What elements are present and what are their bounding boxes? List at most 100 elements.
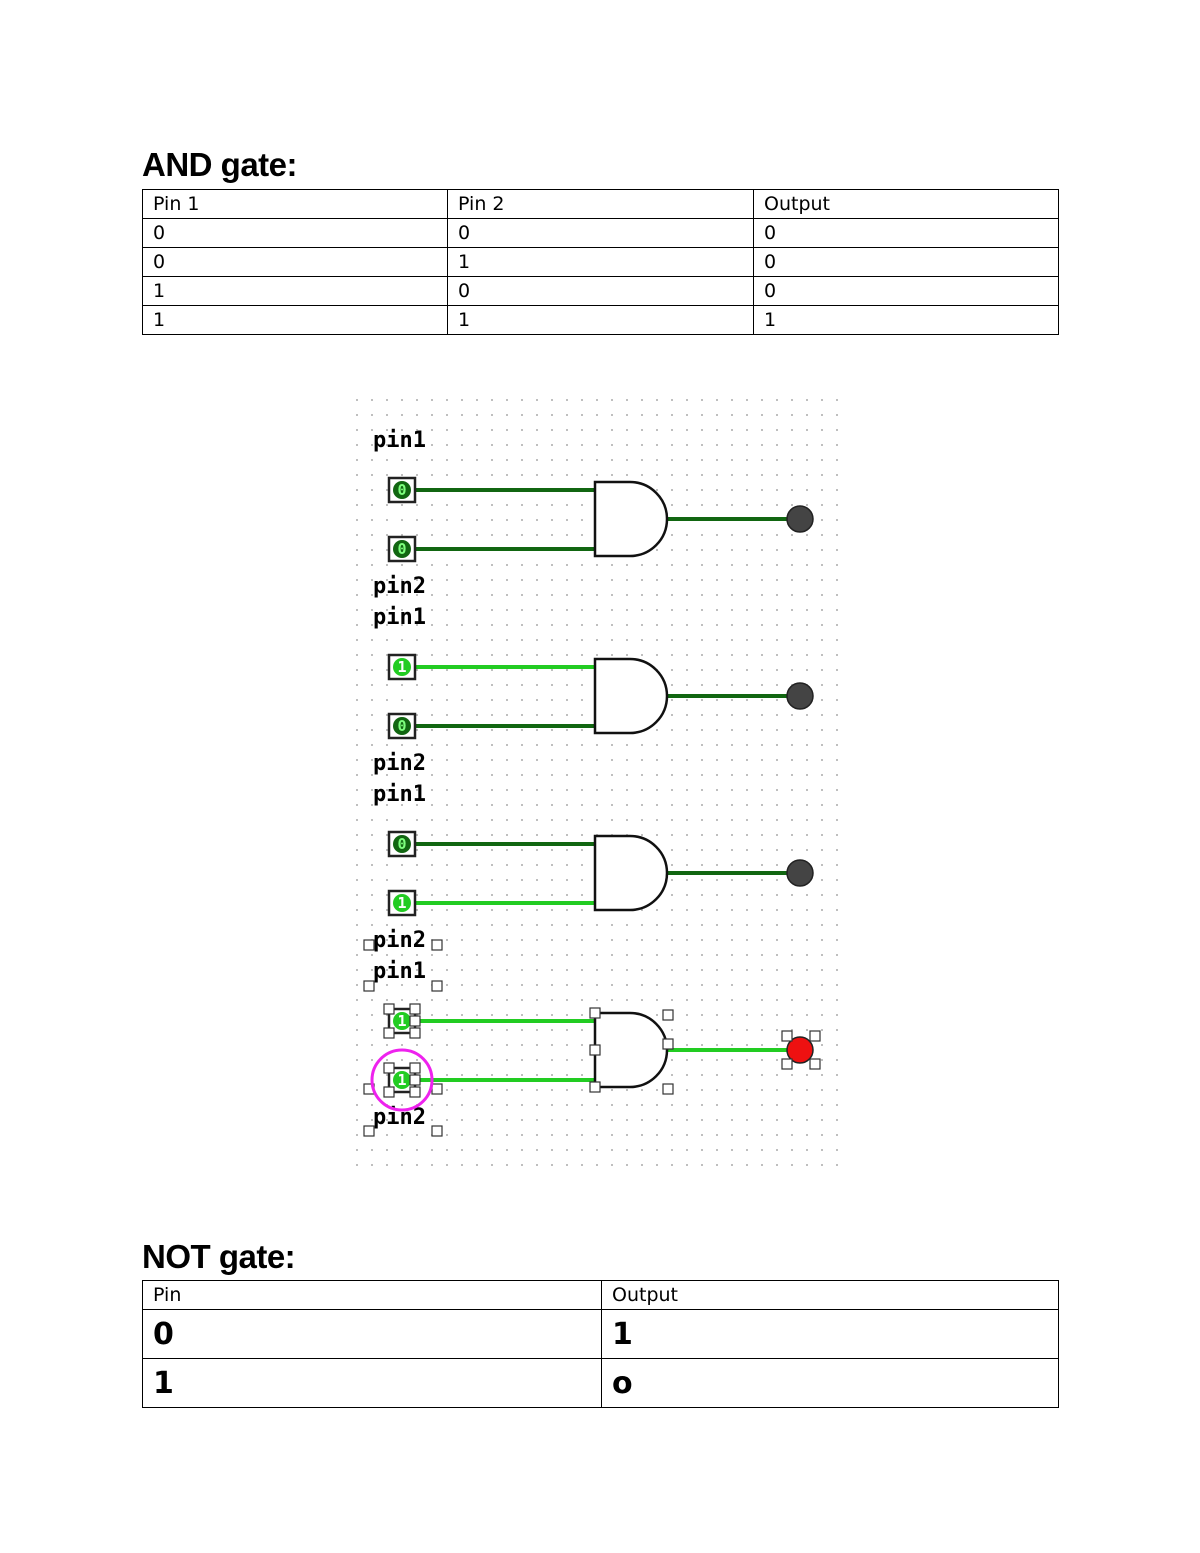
pin-value: 0	[397, 540, 406, 558]
header-pin1: Pin 1	[142, 189, 448, 219]
and-gate-icon	[593, 480, 669, 558]
input-pin-2[interactable]: 0	[387, 712, 417, 740]
cell-pin1: 1	[142, 276, 448, 306]
selection-highlight-ring	[370, 1048, 434, 1112]
pin2-label: pin2	[373, 928, 426, 953]
table-header-row: Pin Output	[142, 1280, 1059, 1310]
selection-handle	[383, 1027, 395, 1039]
and-gate-icon	[593, 657, 669, 735]
output-led[interactable]	[786, 859, 814, 887]
header-pin: Pin	[142, 1280, 602, 1310]
pin-value: 1	[397, 1012, 406, 1030]
pin-state-dot	[393, 894, 411, 912]
table-row: 0 0 0	[142, 218, 1059, 248]
selection-handle	[589, 1081, 601, 1093]
circuit-row: pin1 pin2 0 1	[373, 782, 814, 953]
and-gate-icon	[593, 1011, 669, 1089]
table-row: 0 1	[142, 1309, 1059, 1359]
selection-handle	[809, 1030, 821, 1042]
table-row: 1 1 1	[142, 305, 1059, 335]
header-output: Output	[601, 1280, 1059, 1310]
table-row: 0 1 0	[142, 247, 1059, 277]
table-header-row: Pin 1 Pin 2 Output	[142, 189, 1059, 219]
cell-output: 1	[753, 305, 1059, 335]
pin-value: 0	[397, 717, 406, 735]
cell-pin1: 0	[142, 218, 448, 248]
pin-value: 0	[397, 835, 406, 853]
pin2-label: pin2	[373, 574, 426, 599]
selection-handle	[589, 1044, 601, 1056]
header-pin2: Pin 2	[447, 189, 754, 219]
table-row: 1 o	[142, 1358, 1059, 1408]
pin-state-dot	[393, 1071, 411, 1089]
header-output: Output	[753, 189, 1059, 219]
pin-state-dot	[393, 835, 411, 853]
cell-output: o	[601, 1358, 1059, 1408]
input-pin-2[interactable]: 1	[387, 889, 417, 917]
output-led[interactable]	[786, 682, 814, 710]
cell-pin1: 1	[142, 305, 448, 335]
output-led[interactable]	[786, 1036, 814, 1064]
pin2-label: pin2	[373, 751, 426, 776]
selection-handle	[431, 980, 443, 992]
selection-handle	[409, 1062, 421, 1074]
selection-handle	[363, 939, 375, 951]
pin1-label: pin1	[373, 428, 426, 453]
cell-output: 0	[753, 218, 1059, 248]
and-gate-heading: AND gate:	[142, 146, 298, 183]
pin-state-dot	[393, 658, 411, 676]
cell-output: 0	[753, 276, 1059, 306]
pin-value: 1	[397, 1071, 406, 1089]
selection-handle	[383, 1062, 395, 1074]
pin-state-dot	[393, 481, 411, 499]
circuit-row: pin1 pin2 0 0	[373, 428, 814, 599]
pin-state-dot	[393, 540, 411, 558]
input-pin-1[interactable]: 0	[387, 830, 417, 858]
output-led[interactable]	[786, 505, 814, 533]
selection-handle	[662, 1038, 674, 1050]
selection-handle	[431, 1083, 443, 1095]
cell-output: 1	[601, 1309, 1059, 1359]
selection-handle	[383, 1086, 395, 1098]
cell-pin2: 0	[447, 218, 754, 248]
pin-value: 0	[397, 481, 406, 499]
cell-pin1: 0	[142, 247, 448, 277]
selection-handle	[781, 1058, 793, 1070]
selection-handle	[431, 1125, 443, 1137]
selection-handle	[431, 939, 443, 951]
pin-value: 1	[397, 658, 406, 676]
cell-pin2: 1	[447, 247, 754, 277]
cell-pin2: 0	[447, 276, 754, 306]
selection-handle	[589, 1007, 601, 1019]
not-gate-heading: NOT gate:	[142, 1238, 296, 1275]
and-truth-table: Pin 1 Pin 2 Output 0 0 0 0 1 0 1 0 0 1 1…	[142, 189, 1059, 335]
not-truth-table: Pin Output 0 1 1 o	[142, 1280, 1059, 1408]
selection-handle	[409, 1027, 421, 1039]
selection-handle	[409, 1003, 421, 1015]
selection-handle	[409, 1074, 421, 1086]
selection-handle	[781, 1030, 793, 1042]
selection-handle	[409, 1086, 421, 1098]
selection-handle	[363, 1125, 375, 1137]
pin-state-dot	[393, 1012, 411, 1030]
selection-handle	[363, 980, 375, 992]
pin1-label: pin1	[373, 782, 426, 807]
pin-state-dot	[393, 717, 411, 735]
input-pin-2[interactable]: 0	[387, 535, 417, 563]
selection-handle	[383, 1003, 395, 1015]
cell-pin: 0	[142, 1309, 602, 1359]
selection-handle	[409, 1015, 421, 1027]
input-pin-1[interactable]: 0	[387, 476, 417, 504]
selection-handle	[662, 1083, 674, 1095]
cell-pin2: 1	[447, 305, 754, 335]
input-pin-1[interactable]: 1	[387, 653, 417, 681]
table-row: 1 0 0	[142, 276, 1059, 306]
pin1-label: pin1	[373, 605, 426, 630]
and-gate-icon	[593, 834, 669, 912]
selection-handle	[809, 1058, 821, 1070]
circuit-row: pin1 pin2 1 0	[373, 605, 814, 776]
cell-pin: 1	[142, 1358, 602, 1408]
pin1-label: pin1	[373, 959, 426, 984]
